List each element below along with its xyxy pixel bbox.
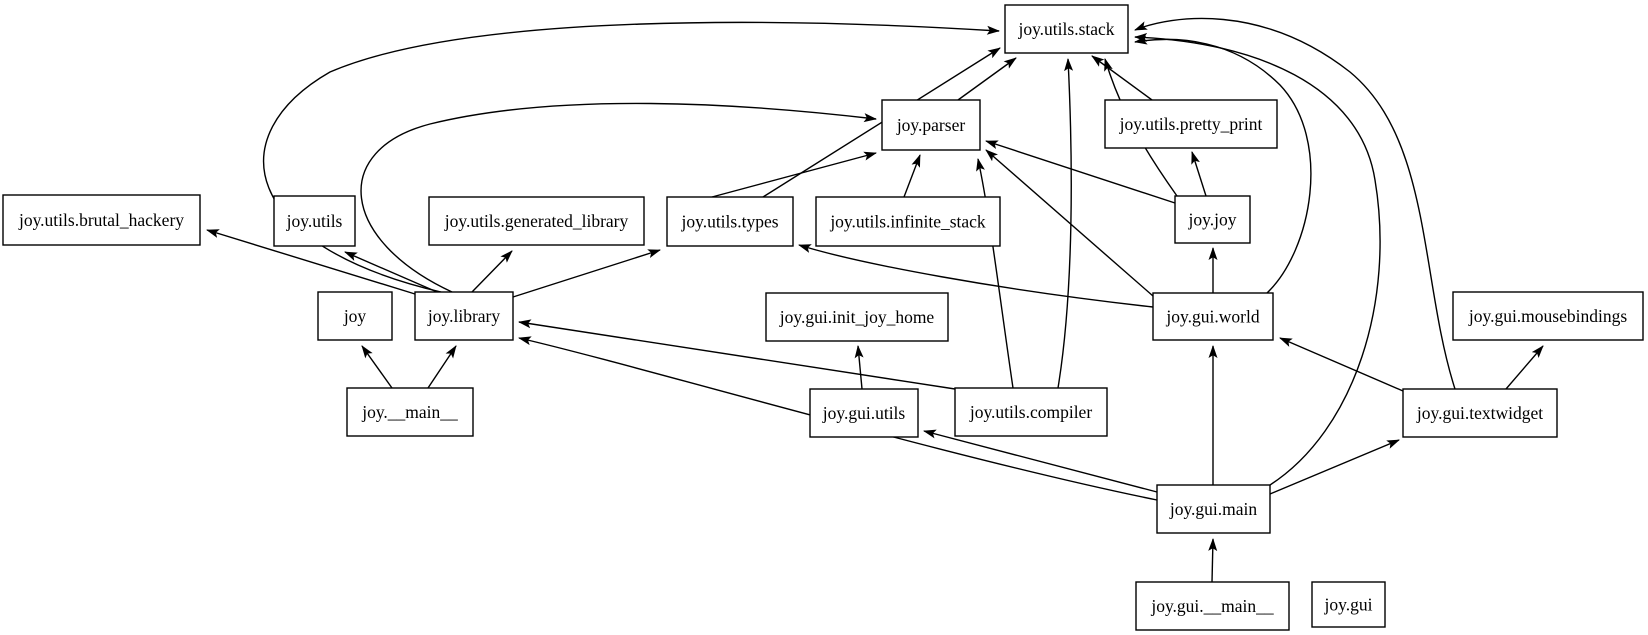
node-box	[317, 291, 393, 341]
edge-joy.utils.types-to-joy.parser	[711, 151, 877, 198]
node-box	[1452, 291, 1644, 341]
edge-joy.gui.__main__-to-joy.gui.main	[1208, 538, 1218, 583]
node-label: joy.gui.textwidget	[1416, 403, 1543, 423]
node-box	[765, 292, 949, 342]
node-joy.gui.main: joy.gui.main	[1156, 484, 1271, 534]
node-label: joy.gui	[1324, 595, 1373, 615]
node-joy: joy	[317, 291, 393, 341]
node-label: joy.utils.generated_library	[444, 211, 629, 231]
node-box	[428, 196, 645, 246]
node-joy.gui: joy.gui	[1311, 581, 1386, 628]
node-box	[1004, 4, 1129, 54]
node-joy.utils.types: joy.utils.types	[666, 196, 794, 247]
node-label: joy.gui.mousebindings	[1468, 306, 1628, 326]
edge-joy.gui.world-to-joy.utils.types	[798, 244, 1154, 308]
node-joy.__main__: joy.__main__	[346, 387, 474, 437]
edge-joy.library-to-joy.utils.stack	[263, 21, 1000, 293]
node-joy.utils.stack: joy.utils.stack	[1004, 4, 1129, 54]
edge-joy.gui.textwidget-to-joy.gui.mousebindings	[1505, 345, 1544, 390]
node-label: joy.library	[427, 306, 500, 326]
node-label: joy.gui.world	[1165, 307, 1259, 327]
edge-joy.utils.compiler-to-joy.parser	[976, 158, 1014, 389]
edge-joy.library-to-joy.utils	[344, 251, 438, 293]
node-joy.gui.__main__: joy.gui.__main__	[1135, 581, 1290, 631]
node-label: joy	[343, 306, 367, 326]
edge-joy.gui.main-to-joy.library	[518, 336, 1158, 501]
node-joy.utils.generated_library: joy.utils.generated_library	[428, 196, 645, 246]
edge-joy.utils.infinite_stack-to-joy.parser	[903, 154, 921, 198]
node-box	[1152, 292, 1274, 341]
edge-joy.gui.textwidget-to-joy.gui.world	[1279, 337, 1404, 392]
node-box	[1135, 581, 1290, 631]
edge-joy.joy-to-joy.parser	[985, 140, 1176, 204]
node-joy.utils: joy.utils	[273, 195, 356, 247]
node-box	[954, 387, 1108, 437]
node-joy.utils.compiler: joy.utils.compiler	[954, 387, 1108, 437]
node-box	[1174, 195, 1251, 244]
edge-joy.__main__-to-joy	[361, 345, 393, 389]
node-label: joy.utils.types	[680, 212, 778, 232]
node-label: joy.utils.pretty_print	[1119, 114, 1263, 134]
edge-joy.gui.main-to-joy.gui.textwidget	[1269, 439, 1400, 495]
node-label: joy.gui.utils	[822, 403, 906, 423]
node-joy.utils.infinite_stack: joy.utils.infinite_stack	[815, 196, 1001, 247]
node-joy.gui.mousebindings: joy.gui.mousebindings	[1452, 291, 1644, 341]
edge-joy.gui.utils-to-joy.gui.init_joy_home	[854, 345, 864, 390]
node-joy.utils.pretty_print: joy.utils.pretty_print	[1104, 99, 1278, 149]
edge-joy.parser-to-joy.utils.stack	[957, 57, 1017, 101]
edge-joy.library-to-joy.utils.brutal_hackery	[206, 229, 416, 295]
node-box	[414, 291, 514, 341]
edge-joy.utils.compiler-to-joy.library	[518, 319, 956, 390]
node-joy.gui.textwidget: joy.gui.textwidget	[1402, 388, 1558, 438]
edge-joy.gui.main-to-joy.gui.utils	[923, 429, 1158, 493]
node-label: joy.parser	[896, 115, 966, 135]
edge-joy.gui.world-to-joy.utils.stack	[1134, 35, 1312, 294]
node-label: joy.joy	[1188, 210, 1237, 230]
node-box	[809, 388, 919, 438]
node-joy.joy: joy.joy	[1174, 195, 1251, 244]
edge-joy.__main__-to-joy.library	[427, 345, 457, 389]
node-joy.gui.world: joy.gui.world	[1152, 292, 1274, 341]
node-label: joy.__main__	[361, 402, 458, 422]
node-box	[346, 387, 474, 437]
node-box	[1156, 484, 1271, 534]
node-box	[273, 195, 356, 247]
node-box	[881, 99, 981, 151]
node-label: joy.gui.main	[1169, 499, 1258, 519]
edge-joy.gui.world-to-joy.parser	[985, 149, 1154, 297]
node-joy.gui.init_joy_home: joy.gui.init_joy_home	[765, 292, 949, 342]
node-label: joy.utils	[286, 211, 343, 231]
edge-joy.library-to-joy.utils.generated_library	[471, 250, 513, 293]
edge-joy.utils.compiler-to-joy.utils.stack	[1057, 58, 1074, 389]
edge-joy.library-to-joy.utils.types	[512, 249, 661, 298]
node-label: joy.gui.init_joy_home	[779, 307, 935, 327]
node-label: joy.utils.stack	[1017, 19, 1114, 39]
edge-joy.utils.pretty_print-to-joy.utils.stack	[1091, 55, 1153, 101]
node-joy.library: joy.library	[414, 291, 514, 341]
node-box	[666, 196, 794, 247]
node-joy.utils.brutal_hackery: joy.utils.brutal_hackery	[2, 194, 201, 246]
node-joy.gui.utils: joy.gui.utils	[809, 388, 919, 438]
edge-joy.library-to-joy.parser	[360, 102, 877, 293]
node-joy.parser: joy.parser	[881, 99, 981, 151]
node-label: joy.utils.infinite_stack	[829, 212, 986, 232]
edge-joy.gui.textwidget-to-joy.utils.stack	[1134, 17, 1456, 390]
node-label: joy.gui.__main__	[1150, 596, 1274, 616]
node-label: joy.utils.compiler	[969, 402, 1092, 422]
edge-joy.gui.main-to-joy.utils.stack	[1134, 33, 1381, 486]
node-box	[1311, 581, 1386, 628]
node-box	[1104, 99, 1278, 149]
node-box	[815, 196, 1001, 247]
node-box	[2, 194, 201, 246]
edge-joy.joy-to-joy.utils.pretty_print	[1191, 151, 1207, 197]
node-box	[1402, 388, 1558, 438]
node-label: joy.utils.brutal_hackery	[18, 210, 184, 230]
